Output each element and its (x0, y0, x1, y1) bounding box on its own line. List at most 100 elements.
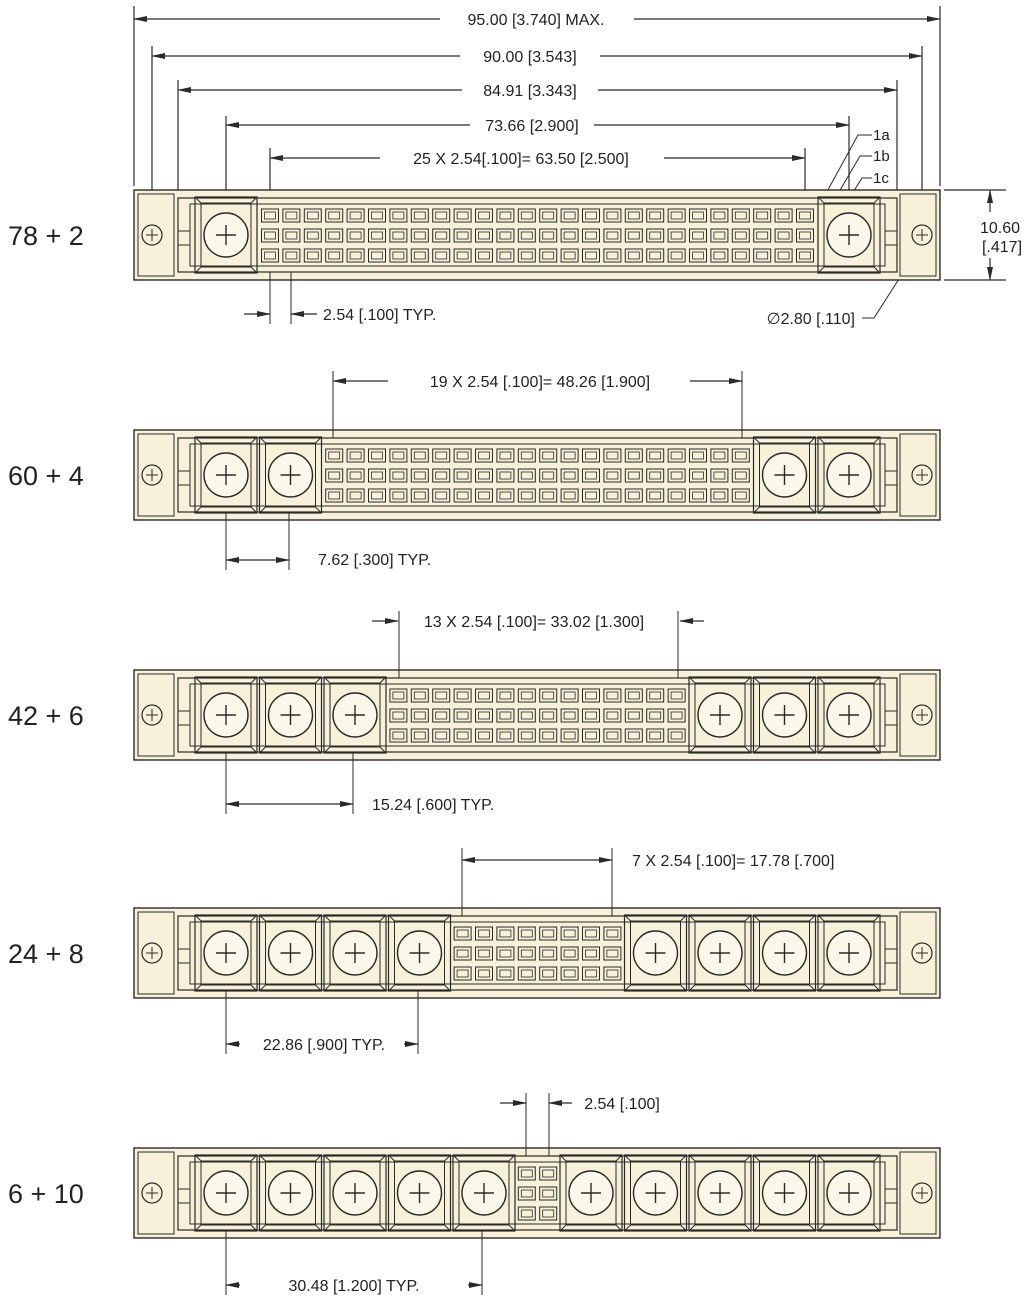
power-contact-corner (250, 984, 258, 992)
signal-contact (582, 488, 600, 503)
signal-contact (560, 728, 579, 743)
signal-contact-inner (456, 711, 469, 720)
signal-contact (475, 728, 493, 743)
signal-contact-inner (670, 471, 683, 480)
signal-contact-inner (478, 491, 490, 500)
power-contact-corner (817, 436, 825, 444)
signal-contact (646, 488, 665, 503)
signal-span-dimension-group: 19 X 2.54 [.100]= 48.26 [1.900] (332, 371, 743, 438)
right-notch (884, 230, 897, 246)
signal-contact-inner (371, 491, 383, 500)
signal-contact-inner (799, 251, 811, 260)
signal-contact-inner (264, 211, 276, 220)
signal-contact-inner (563, 929, 576, 938)
power-contact-frame (258, 914, 323, 992)
signal-contact-inner (520, 691, 533, 700)
signal-contact (303, 248, 322, 263)
power-contact-corner (688, 914, 696, 922)
pitch-dimension: 7.62 [.300] TYP. (318, 552, 431, 569)
signal-contact (325, 248, 344, 263)
signal-contact (667, 708, 686, 723)
power-contact-inner (394, 920, 445, 986)
power-contact-inner (823, 682, 875, 748)
signal-contact-inner (456, 969, 469, 978)
power-contact-corner (809, 1154, 816, 1162)
power-contact-frame (817, 196, 881, 274)
signal-contact (475, 708, 493, 723)
power-contact-corner (688, 676, 696, 684)
connector-row: 6 + 102.54 [.100]30.48 [1.200] TYP. (8, 1093, 941, 1295)
signal-contact (432, 228, 451, 243)
pitch-dimension: 15.24 [.600] TYP. (372, 797, 494, 814)
mounting-hole (141, 224, 163, 246)
power-contact-corner (753, 436, 760, 444)
signal-contact-inner (670, 711, 683, 720)
signal-contact-inner (499, 471, 512, 480)
signal-contact-inner (606, 949, 619, 958)
signal-contact-inner (649, 451, 662, 460)
signal-contact (796, 228, 814, 243)
mounting-hole (141, 942, 163, 964)
signal-contact-inner (520, 451, 533, 460)
signal-contact (475, 488, 493, 503)
power-contact-inner (458, 1160, 510, 1226)
connector-row: 24 + 87 X 2.54 [.100]= 17.78 [.700]22.86… (8, 848, 941, 1054)
power-contact-frame (258, 1154, 323, 1232)
signal-contact-inner (499, 969, 512, 978)
power-contact-corner (452, 1154, 460, 1162)
signal-contact-inner (349, 491, 362, 500)
signal-contact (261, 248, 279, 263)
signal-contact-inner (478, 451, 490, 460)
signal-contact-inner (670, 231, 683, 240)
signal-contact-inner (306, 211, 319, 220)
signal-contact-inner (542, 929, 555, 938)
signal-contact-inner (285, 211, 298, 220)
hole-diameter-dimension: ∅2.80 [.110] (767, 311, 855, 328)
signal-contact-inner (627, 231, 640, 240)
signal-contact-inner (585, 471, 597, 480)
signal-contact-inner (392, 231, 405, 240)
right-flange (899, 1151, 937, 1235)
signal-contact-inner (264, 231, 276, 240)
signal-contact (710, 468, 729, 483)
signal-contact-inner (413, 711, 426, 720)
signal-contact (325, 468, 344, 483)
signal-contact-inner (563, 731, 576, 740)
power-contact-corner (817, 1154, 825, 1162)
power-contact-corner (624, 914, 631, 922)
signal-contact-inner (435, 231, 448, 240)
signal-contact (368, 228, 386, 243)
signal-contact-inner (520, 929, 533, 938)
power-contact-inner (200, 202, 252, 268)
signal-contact (475, 946, 493, 961)
signal-contact-inner (478, 711, 490, 720)
signal-contact (667, 688, 686, 703)
power-contact-inner (200, 682, 252, 748)
power-contact-corner (744, 914, 752, 922)
signal-contact (731, 248, 750, 263)
signal-contact-inner (349, 471, 362, 480)
power-contact-corner (873, 1154, 881, 1162)
power-contact-corner (194, 914, 202, 922)
signal-contact (539, 708, 558, 723)
signal-contact (603, 228, 622, 243)
power-contact-inner (200, 442, 252, 508)
power-contact-inner (200, 1160, 252, 1226)
power-contact-corner (559, 1154, 567, 1162)
signal-contact-inner (456, 731, 469, 740)
signal-contact (560, 468, 579, 483)
power-contact-corner (624, 1154, 631, 1162)
signal-contact (325, 228, 344, 243)
signal-contact (667, 488, 686, 503)
signal-contact (539, 946, 558, 961)
height-value: 10.60 (980, 220, 1020, 237)
signal-contact (624, 228, 643, 243)
power-contact-corner (688, 984, 696, 992)
power-contact-corner (753, 1224, 760, 1232)
signal-contact (453, 248, 472, 263)
row-label-1c: 1c (873, 170, 889, 187)
signal-contact-inner (542, 471, 555, 480)
signal-contact (517, 208, 536, 223)
signal-contact-inner (542, 251, 555, 260)
signal-contact-inner (670, 251, 683, 260)
